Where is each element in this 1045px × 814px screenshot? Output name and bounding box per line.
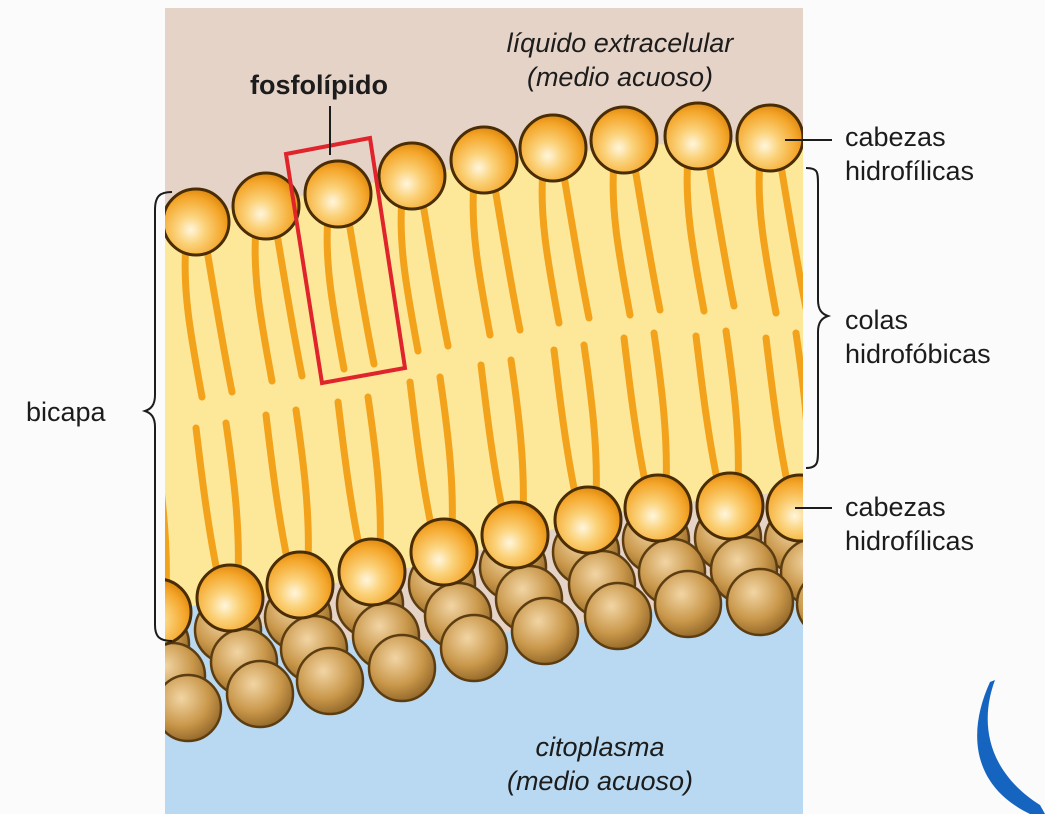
tail [827,158,844,311]
back-head [655,571,721,637]
heads-bottom-label: cabezas hidrofílicas [845,490,974,558]
hydrophilic-head [379,143,445,209]
hydrophilic-head [737,105,803,171]
extracellular-label-line2: (medio acuoso) [450,60,790,94]
back-head [512,598,578,664]
hydrophilic-head [591,107,657,173]
hydrophilic-head [305,161,371,227]
hydrophilic-head [555,487,621,553]
cytoplasm-label-line2: (medio acuoso) [470,764,730,798]
hydrophilic-head [625,475,691,541]
heads-top-label-line1: cabezas [845,120,974,154]
heads-bottom-label-line1: cabezas [845,490,974,524]
hydrophilic-head [197,565,263,631]
back-head [727,569,793,635]
cytoplasm-label: citoplasma (medio acuoso) [470,730,730,798]
back-head [585,583,651,649]
extracellular-label: líquido extracelular (medio acuoso) [450,26,790,94]
hydrophilic-head [267,552,333,618]
back-head [227,661,293,727]
hydrophilic-head [451,127,517,193]
heads-top-label-line2: hidrofílicas [845,154,974,188]
hydrophilic-head [697,473,763,539]
back-head [297,648,363,714]
back-head [797,571,863,637]
tails-bracket [806,168,828,468]
hydrophilic-head [520,115,586,181]
tails-label-line2: hidrofóbicas [845,337,991,371]
extracellular-label-line1: líquido extracelular [450,26,790,60]
tail [124,442,146,590]
heads-bottom-label-line2: hidrofílicas [845,524,974,558]
heads-top-label: cabezas hidrofílicas [845,120,974,188]
hydrophilic-head [411,519,477,585]
bilayer-label: bicapa [26,395,106,429]
tails-label: colas hidrofóbicas [845,303,991,371]
corner-logo-swoosh [977,680,1045,814]
phospholipid-label: fosfolípido [250,68,388,102]
back-head [369,635,435,701]
hydrophilic-head [339,539,405,605]
cytoplasm-label-line1: citoplasma [470,730,730,764]
hydrophilic-head [665,103,731,169]
hydrophilic-head [163,189,229,255]
hydrophilic-head [482,502,548,568]
tails-label-line1: colas [845,303,991,337]
back-head [441,615,507,681]
back-head [155,675,221,741]
